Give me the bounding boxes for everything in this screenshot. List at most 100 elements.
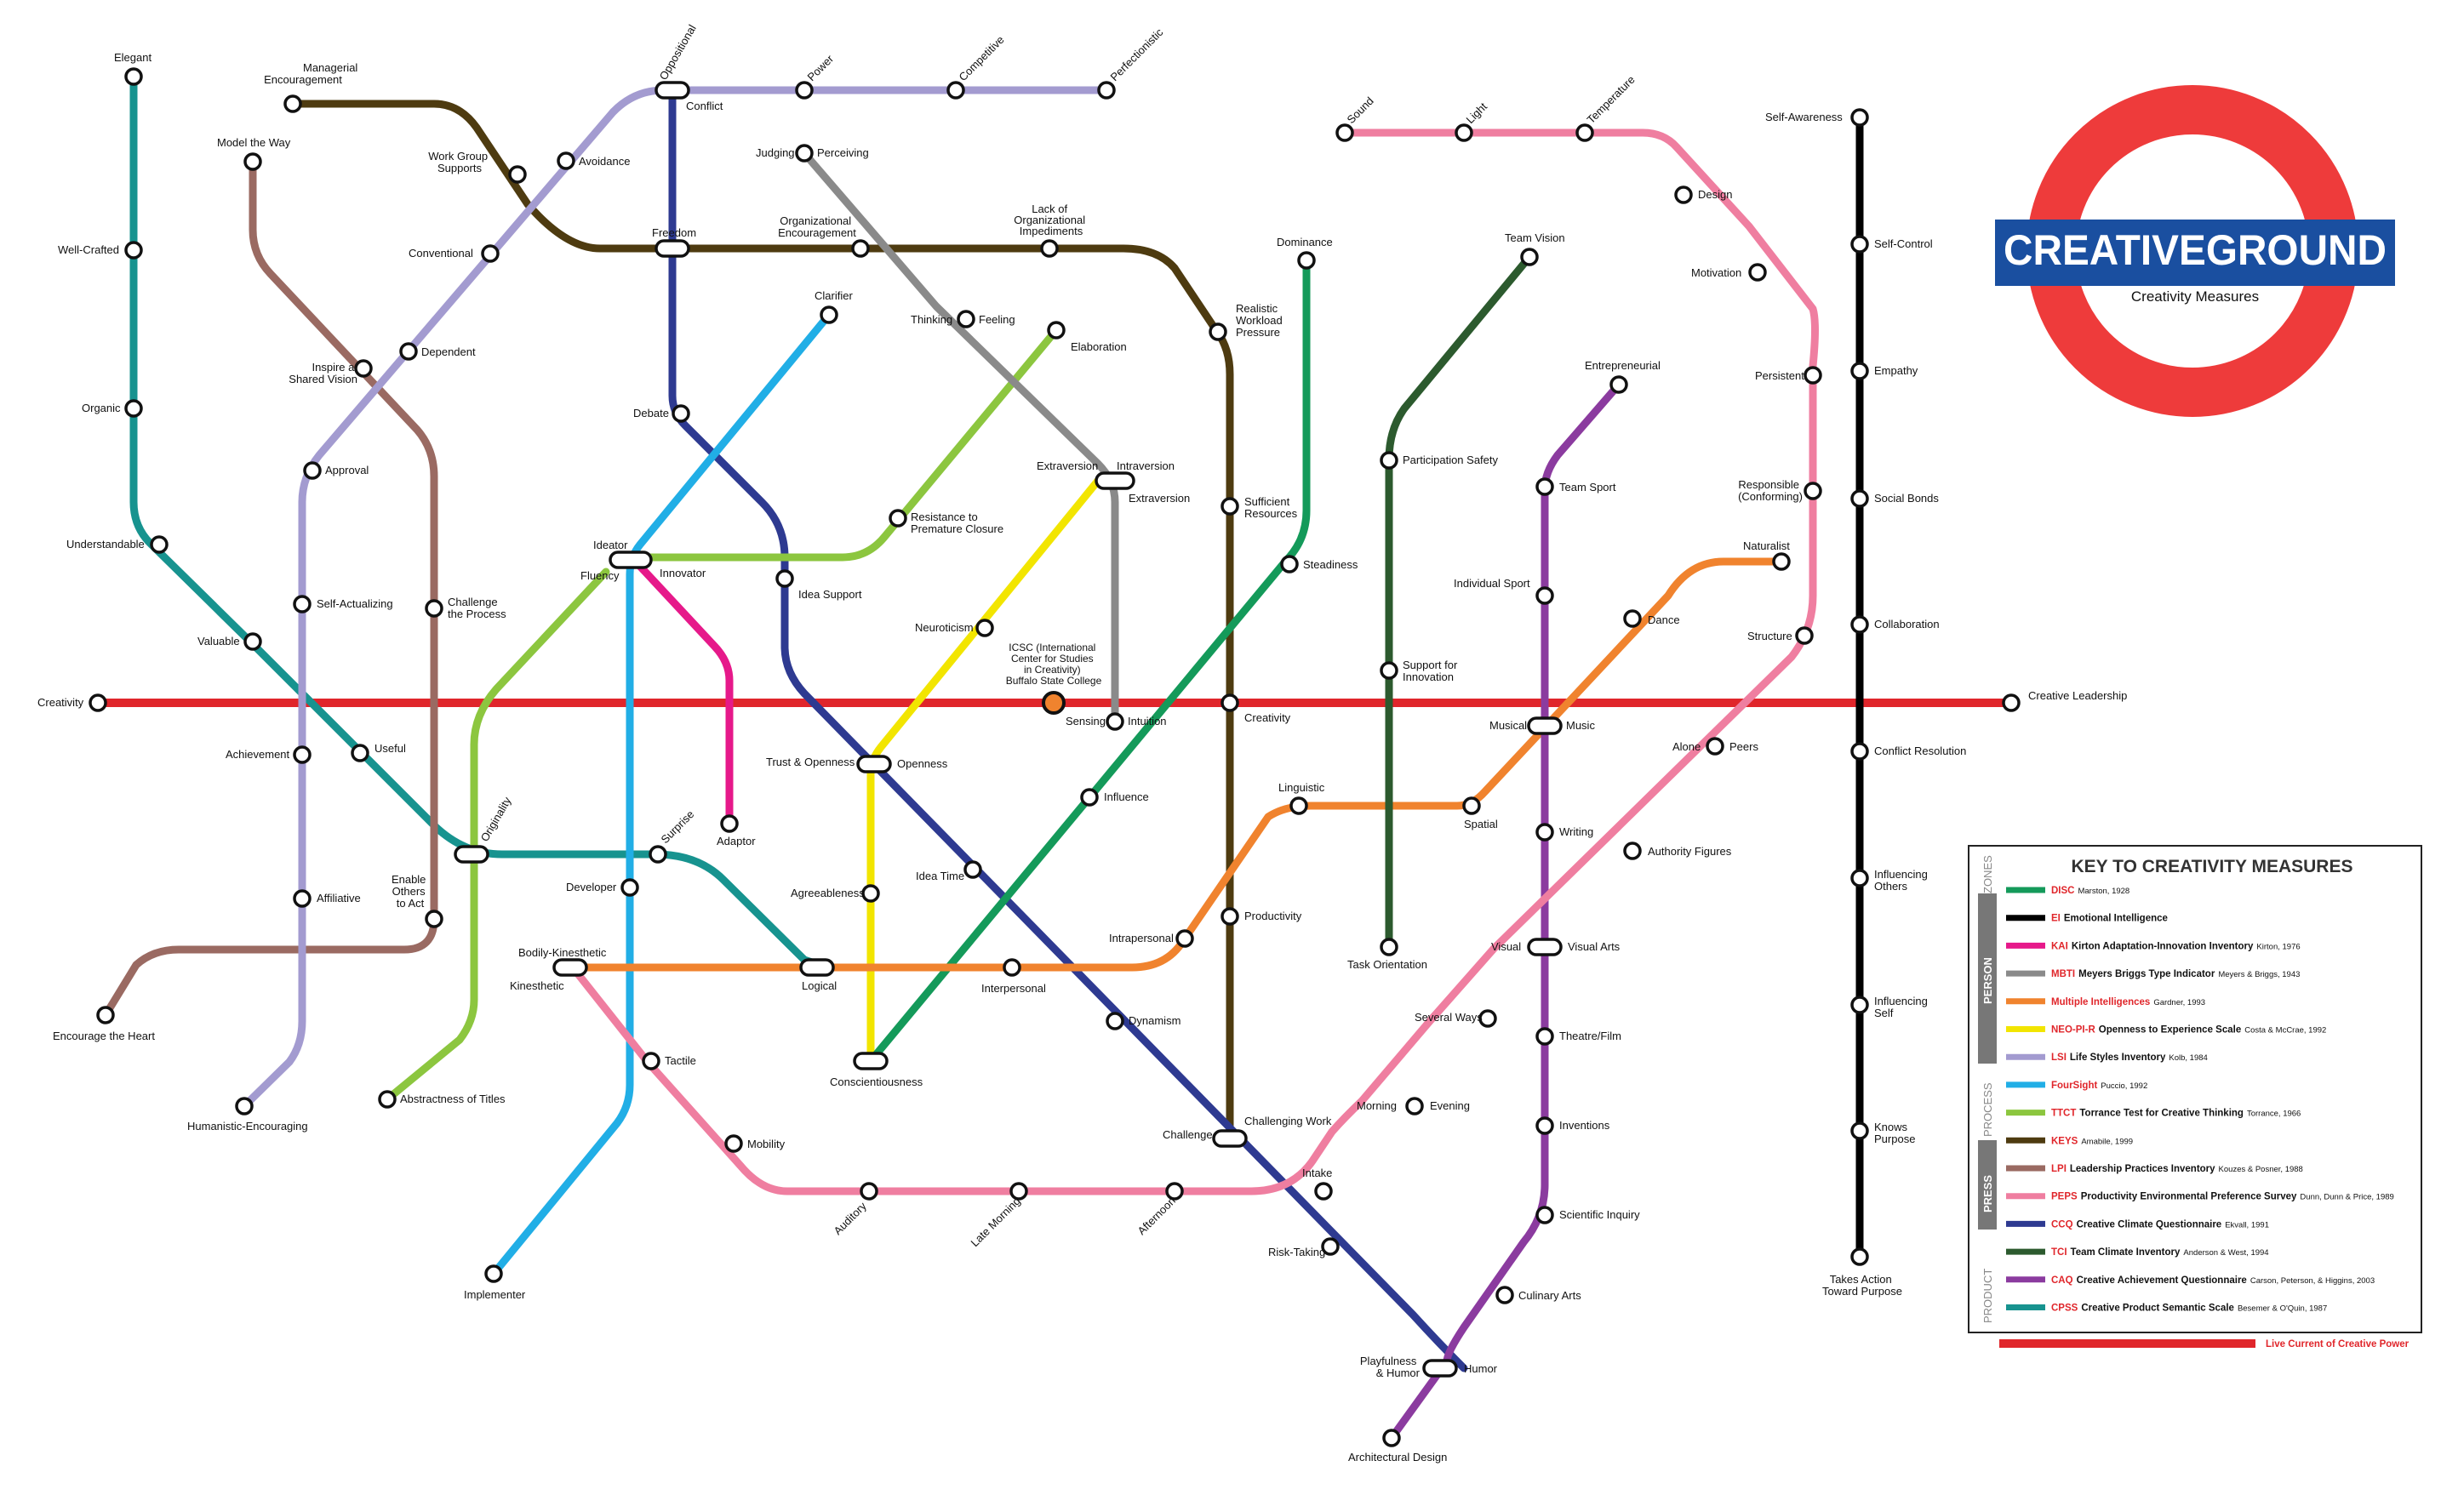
station-responsible[interactable] bbox=[1804, 482, 1822, 500]
station-influencing-others[interactable] bbox=[1850, 869, 1869, 887]
interchange-visual[interactable] bbox=[1527, 938, 1563, 956]
station-persistent[interactable] bbox=[1804, 366, 1822, 385]
station-spatial[interactable] bbox=[1462, 796, 1481, 815]
station-social-bonds[interactable] bbox=[1850, 489, 1869, 508]
station-inventions[interactable] bbox=[1535, 1116, 1554, 1135]
station-self-awareness[interactable] bbox=[1850, 108, 1869, 127]
station-auditory[interactable] bbox=[860, 1182, 878, 1201]
station-intrapersonal[interactable] bbox=[1175, 929, 1194, 948]
station-naturalist[interactable] bbox=[1772, 552, 1791, 571]
station-productivity[interactable] bbox=[1220, 907, 1239, 926]
station-org-encouragement[interactable] bbox=[851, 239, 870, 258]
station-creativity-left[interactable] bbox=[89, 693, 107, 712]
station-idea-support[interactable] bbox=[775, 569, 794, 588]
station-perfectionistic[interactable] bbox=[1097, 81, 1116, 100]
station-dependent[interactable] bbox=[399, 342, 418, 361]
station-work-group[interactable] bbox=[508, 165, 527, 184]
station-team-vision[interactable] bbox=[1520, 248, 1539, 266]
station-light[interactable] bbox=[1455, 123, 1473, 142]
station-challenge-process[interactable] bbox=[425, 599, 443, 618]
station-sufficient[interactable] bbox=[1220, 497, 1239, 516]
station-dance[interactable] bbox=[1623, 609, 1642, 628]
interchange-oppositional[interactable] bbox=[655, 81, 690, 100]
station-influence[interactable] bbox=[1080, 788, 1099, 807]
station-organic[interactable] bbox=[124, 399, 143, 418]
station-developer[interactable] bbox=[620, 878, 639, 897]
interchange-originality[interactable] bbox=[454, 845, 489, 864]
station-empathy[interactable] bbox=[1850, 362, 1869, 380]
station-humanistic[interactable] bbox=[235, 1097, 254, 1115]
interchange-challenge[interactable] bbox=[1212, 1129, 1248, 1148]
station-theatre[interactable] bbox=[1535, 1027, 1554, 1046]
station-peers[interactable] bbox=[1706, 737, 1724, 756]
station-interpersonal[interactable] bbox=[1003, 958, 1021, 977]
station-idea-time[interactable] bbox=[963, 860, 982, 879]
station-inspire[interactable] bbox=[354, 359, 373, 378]
station-resistance[interactable] bbox=[889, 509, 907, 528]
station-team-sport[interactable] bbox=[1535, 477, 1554, 496]
station-elaboration[interactable] bbox=[1047, 321, 1066, 339]
station-authority[interactable] bbox=[1623, 842, 1642, 860]
station-power[interactable] bbox=[795, 81, 814, 100]
station-intuition[interactable] bbox=[1106, 712, 1124, 731]
station-approval[interactable] bbox=[303, 461, 322, 480]
station-mobility[interactable] bbox=[724, 1134, 743, 1153]
station-competitive[interactable] bbox=[946, 81, 965, 100]
station-conflict-resolution[interactable] bbox=[1850, 742, 1869, 761]
station-influencing-self[interactable] bbox=[1850, 996, 1869, 1014]
station-support-innovation[interactable] bbox=[1380, 661, 1398, 680]
station-architectural[interactable] bbox=[1382, 1429, 1401, 1447]
station-model-the-way[interactable] bbox=[243, 152, 262, 171]
station-knows-purpose[interactable] bbox=[1850, 1121, 1869, 1140]
station-self-control[interactable] bbox=[1850, 235, 1869, 254]
station-realistic-workload[interactable] bbox=[1209, 322, 1227, 341]
station-collaboration[interactable] bbox=[1850, 615, 1869, 634]
station-writing[interactable] bbox=[1535, 823, 1554, 842]
station-design[interactable] bbox=[1674, 185, 1693, 204]
station-adaptor[interactable] bbox=[720, 814, 739, 833]
station-judging[interactable] bbox=[795, 144, 814, 163]
station-useful[interactable] bbox=[351, 744, 369, 762]
station-affiliative[interactable] bbox=[293, 889, 312, 908]
station-implementer[interactable] bbox=[484, 1264, 503, 1283]
station-encourage-heart[interactable] bbox=[96, 1006, 115, 1024]
station-neuroticism[interactable] bbox=[975, 619, 994, 637]
interchange-logical[interactable] bbox=[799, 958, 835, 977]
station-thinking[interactable] bbox=[957, 310, 975, 328]
station-dynamism[interactable] bbox=[1106, 1012, 1124, 1030]
station-creativity-center[interactable] bbox=[1220, 693, 1239, 712]
station-temperature[interactable] bbox=[1575, 123, 1594, 142]
station-well-crafted[interactable] bbox=[124, 241, 143, 260]
station-icsc[interactable] bbox=[1042, 691, 1066, 715]
station-tactile[interactable] bbox=[642, 1052, 660, 1070]
station-participation-safety[interactable] bbox=[1380, 451, 1398, 470]
interchange-openness[interactable] bbox=[856, 755, 892, 773]
station-structure[interactable] bbox=[1795, 626, 1814, 645]
station-culinary[interactable] bbox=[1495, 1286, 1514, 1304]
station-sound[interactable] bbox=[1335, 123, 1354, 142]
station-entrepreneurial[interactable] bbox=[1609, 375, 1628, 394]
station-managerial[interactable] bbox=[283, 94, 302, 113]
station-elegant[interactable] bbox=[124, 67, 143, 86]
station-lack-impediments[interactable] bbox=[1040, 239, 1059, 258]
station-debate[interactable] bbox=[672, 404, 690, 423]
station-understandable[interactable] bbox=[150, 535, 169, 554]
interchange-ideator[interactable] bbox=[609, 551, 653, 569]
station-evening[interactable] bbox=[1405, 1097, 1424, 1115]
station-avoidance[interactable] bbox=[557, 151, 575, 170]
station-intake[interactable] bbox=[1314, 1182, 1333, 1201]
interchange-freedom[interactable] bbox=[655, 239, 690, 258]
interchange-conscientiousness[interactable] bbox=[853, 1052, 889, 1070]
station-self-actualizing[interactable] bbox=[293, 595, 312, 613]
interchange-bodily[interactable] bbox=[552, 958, 588, 977]
station-abstractness[interactable] bbox=[378, 1090, 397, 1109]
station-dominance[interactable] bbox=[1297, 251, 1316, 270]
station-takes-action[interactable] bbox=[1850, 1247, 1869, 1266]
station-steadiness[interactable] bbox=[1280, 555, 1299, 573]
station-scientific[interactable] bbox=[1535, 1206, 1554, 1224]
station-creative-leadership[interactable] bbox=[2002, 693, 2021, 712]
station-motivation[interactable] bbox=[1748, 263, 1767, 282]
interchange-playfulness[interactable] bbox=[1422, 1359, 1458, 1378]
station-achievement[interactable] bbox=[293, 745, 312, 764]
station-surprise[interactable] bbox=[649, 845, 667, 864]
